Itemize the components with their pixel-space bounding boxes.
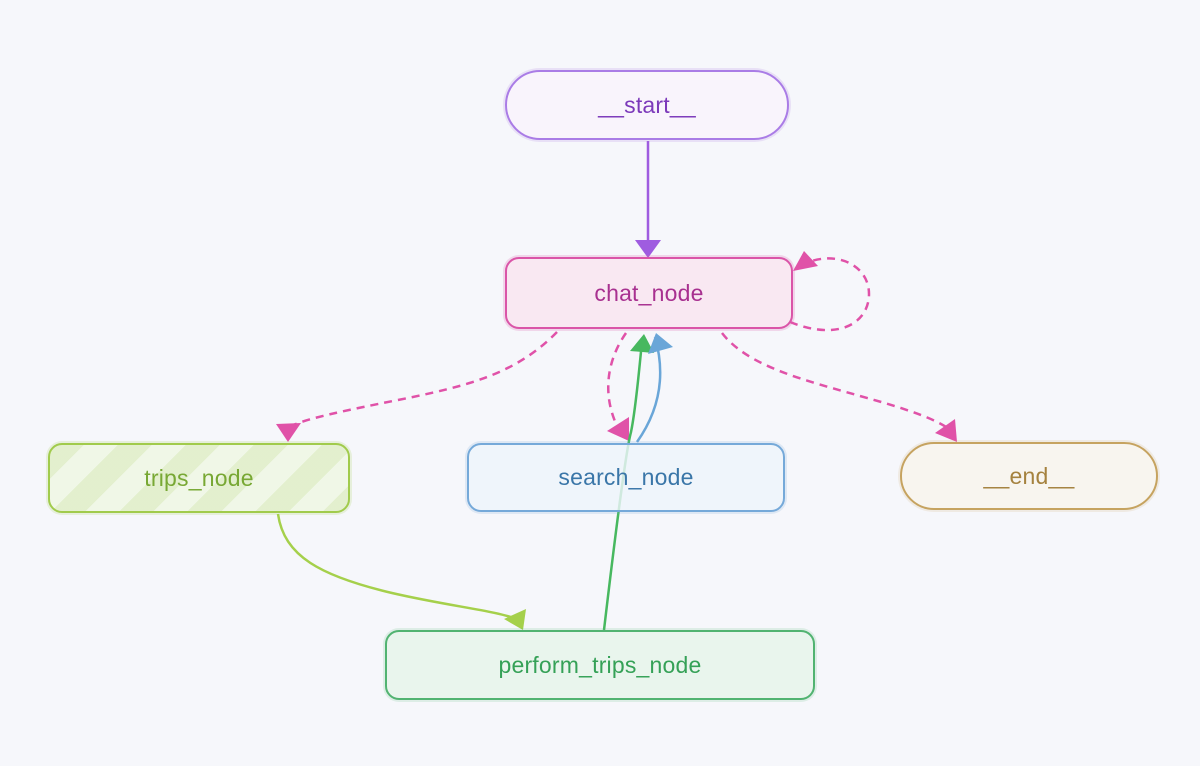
node-search-node[interactable]: search_node <box>467 443 785 512</box>
edge-trips-to-perform <box>276 513 517 621</box>
arrowhead-start-to-chat <box>635 240 661 258</box>
arrowhead-chat-to-search <box>607 417 629 441</box>
edge-chat-to-search <box>607 332 628 429</box>
node-chat-node[interactable]: chat_node <box>505 257 793 329</box>
arrowhead-chat-to-end <box>935 419 957 442</box>
arrowhead-chat-to-trips <box>276 423 301 442</box>
node-end-label: __end__ <box>983 462 1075 489</box>
node-search-node-label: search_node <box>558 464 694 490</box>
node-trips-node[interactable]: trips_node <box>48 443 350 513</box>
node-start[interactable]: __start__ <box>505 70 789 140</box>
edge-chat-to-end <box>721 332 950 431</box>
edge-perform-to-chat <box>602 341 644 631</box>
node-trips-node-label: trips_node <box>144 464 254 491</box>
node-start-label: __start__ <box>598 91 696 118</box>
node-perform-trips-node-label: perform_trips_node <box>498 651 702 678</box>
edge-chat-to-trips <box>290 331 558 428</box>
arrowhead-perform-to-chat <box>630 334 654 353</box>
arrowhead-chat-self-loop <box>793 251 818 271</box>
node-chat-node-label: chat_node <box>594 279 704 306</box>
arrowhead-trips-to-perform <box>504 609 526 630</box>
node-end[interactable]: __end__ <box>900 442 1158 510</box>
node-perform-trips-node[interactable]: perform_trips_node <box>385 630 815 700</box>
edge-chat-self-loop <box>789 257 871 332</box>
arrowhead-search-to-chat <box>648 333 673 354</box>
